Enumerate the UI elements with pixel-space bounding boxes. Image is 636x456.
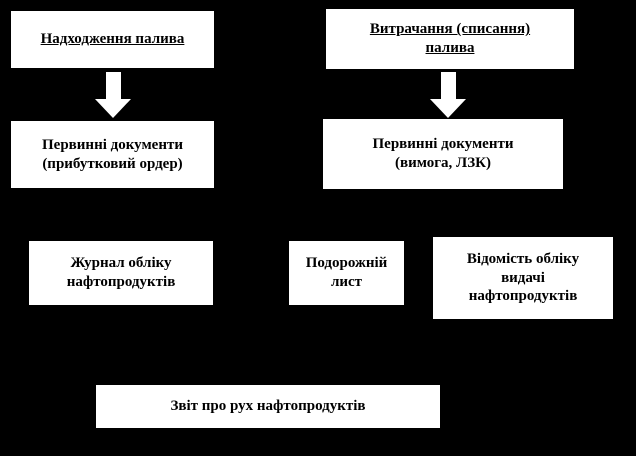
down-arrow-left-head <box>95 99 131 118</box>
box-intake-primary-documents: Первинні документи (прибутковий ордер) <box>10 120 215 189</box>
down-arrow-left <box>95 72 131 118</box>
box-oil-products-journal: Журнал обліку нафтопродуктів <box>28 240 214 306</box>
down-arrow-right-head <box>430 99 466 118</box>
box-fuel-expense-title: Витрачання (списання) палива <box>325 8 575 70</box>
box-oil-products-movement-report: Звіт про рух нафтопродуктів <box>95 384 441 429</box>
box-expense-primary-documents: Первинні документи (вимога, ЛЗК) <box>322 118 564 190</box>
down-arrow-right-shaft <box>440 72 456 99</box>
down-arrow-right <box>430 72 466 118</box>
box-waybill: Подорожній лист <box>288 240 405 306</box>
down-arrow-left-shaft <box>105 72 121 99</box>
box-issuance-record-sheet: Відомість обліку видачі нафтопродуктів <box>432 236 614 320</box>
box-fuel-intake-title: Надходження палива <box>10 10 215 69</box>
